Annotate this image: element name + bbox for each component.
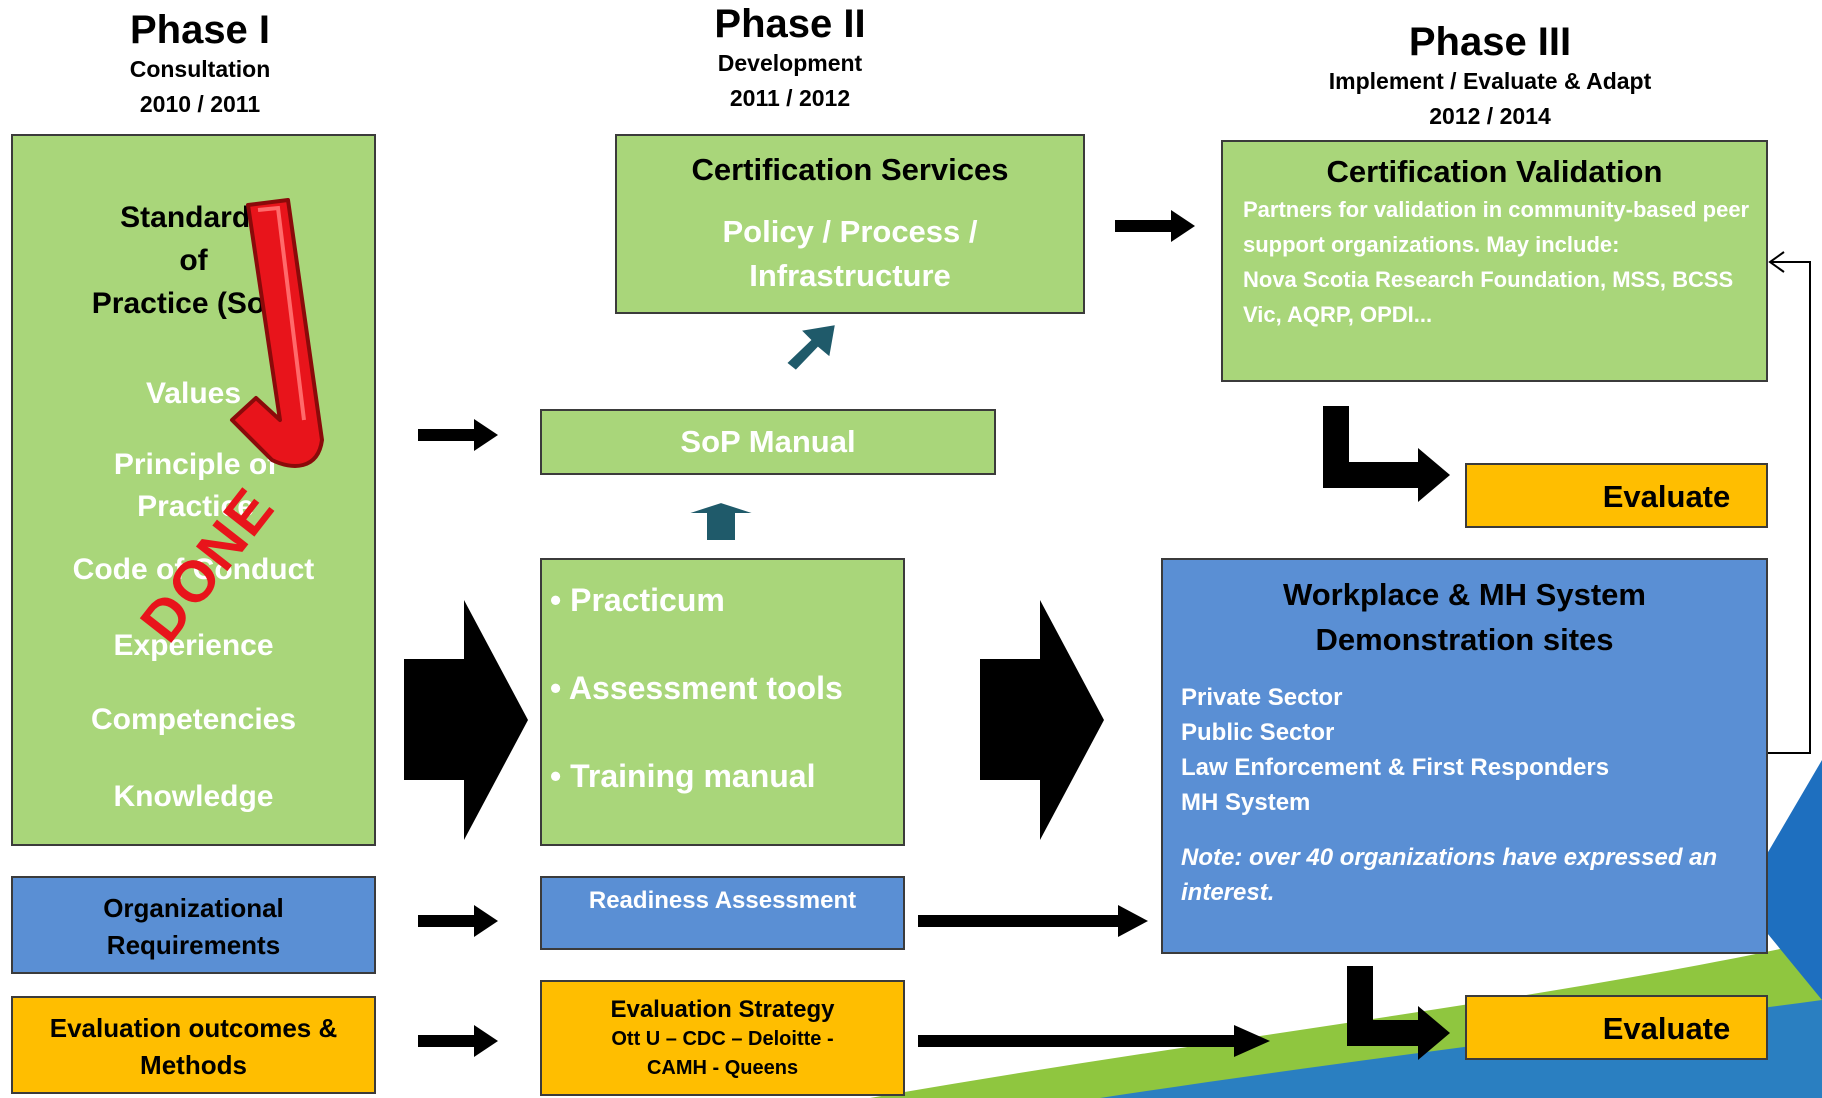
- arrow-eval-to-strategy: [418, 1025, 498, 1057]
- sop-item-code-of-conduct: Code of Conduct: [72, 553, 315, 586]
- practicum-item: • Practicum: [550, 582, 725, 618]
- sector-list: Private Sector Public Sector Law Enforce…: [1181, 680, 1766, 820]
- workplace-title-line-2: Demonstration sites: [1315, 622, 1614, 657]
- phase-1-header: Phase I Consultation 2010 / 2011: [90, 8, 310, 122]
- sop-heading-line-2: of: [179, 244, 208, 277]
- evaluate-box-top: Evaluate: [1465, 463, 1768, 528]
- workplace-note: Note: over 40 organizations have express…: [1181, 844, 1718, 906]
- phase-3-years: 2012 / 2014: [1429, 103, 1551, 129]
- phase-2-years: 2011 / 2012: [729, 85, 851, 111]
- workplace-title-line-1: Workplace & MH System: [1283, 577, 1646, 612]
- evaluation-outcomes-box: Evaluation outcomes & Methods: [11, 996, 376, 1094]
- phase-3-title: Phase III: [1408, 20, 1572, 64]
- assessment-tools-item: • Assessment tools: [550, 670, 843, 706]
- teal-arrow-to-sop-manual: [683, 500, 759, 542]
- sector-law-enforcement: Law Enforcement & First Responders: [1181, 754, 1610, 781]
- phase-2-title: Phase II: [714, 2, 866, 46]
- phase-2-subtitle: Development: [717, 50, 863, 76]
- arrow-to-sop-manual: [418, 419, 498, 451]
- phase-1-title: Phase I: [129, 8, 271, 52]
- sop-item-knowledge: Knowledge: [113, 780, 274, 813]
- arrow-to-cert-validation: [1115, 210, 1195, 242]
- sector-private: Private Sector: [1181, 684, 1343, 711]
- sop-item-values: Values: [145, 377, 242, 410]
- certification-validation-body: Partners for validation in community-bas…: [1243, 197, 1750, 257]
- certification-validation-partners: Nova Scotia Research Foundation, MSS, BC…: [1243, 267, 1734, 327]
- phase-1-subtitle: Consultation: [129, 56, 271, 82]
- standards-of-practice-box: Standards of Practice (SoP) Values Princ…: [11, 134, 376, 846]
- arrow-org-to-readiness: [418, 905, 498, 937]
- evaluation-strategy-line-2: CAMH - Queens: [646, 1057, 799, 1079]
- evaluate-box-bottom: Evaluate: [1465, 995, 1768, 1060]
- certification-services-body: Policy / Process / Infrastructure: [722, 214, 978, 293]
- l-arrow-to-evaluate-bottom: [1347, 966, 1450, 1060]
- sop-heading-line-1: Standards: [120, 201, 267, 234]
- big-arrow-phase2-to-phase3: [980, 600, 1104, 840]
- workplace-title: Workplace & MH System Demonstration site…: [1163, 572, 1766, 662]
- feedback-connector: [1768, 251, 1811, 754]
- training-manual-item: • Training manual: [550, 758, 816, 794]
- phase-2-header: Phase II Development 2011 / 2012: [680, 2, 900, 116]
- certification-services-box: Certification Services Policy / Process …: [615, 134, 1085, 314]
- sector-mh-system: MH System: [1181, 789, 1311, 816]
- sop-manual-box: SoP Manual: [540, 409, 996, 475]
- phase-1-years: 2010 / 2011: [139, 91, 261, 117]
- development-items-box: • Practicum • Assessment tools • Trainin…: [540, 558, 905, 846]
- evaluation-strategy-line-1: Ott U – CDC – Deloitte -: [611, 1028, 834, 1050]
- phase-3-header: Phase III Implement / Evaluate & Adapt 2…: [1285, 20, 1695, 134]
- sop-item-competencies: Competencies: [90, 703, 297, 736]
- evaluation-strategy-title: Evaluation Strategy: [610, 996, 835, 1023]
- teal-arrow-to-cert-services: [784, 322, 838, 373]
- sector-public: Public Sector: [1181, 719, 1335, 746]
- evaluation-strategy-box: Evaluation Strategy Ott U – CDC – Deloit…: [540, 980, 905, 1096]
- sop-item-principle: Principle of Practice: [113, 448, 278, 523]
- sop-item-experience: Experience: [113, 629, 274, 662]
- certification-validation-title: Certification Validation: [1326, 154, 1663, 189]
- certification-services-title: Certification Services: [691, 152, 1009, 187]
- big-arrow-phase1-to-phase2: [404, 600, 528, 840]
- phase-3-subtitle: Implement / Evaluate & Adapt: [1328, 68, 1652, 94]
- readiness-assessment-box: Readiness Assessment: [540, 876, 905, 950]
- l-arrow-to-evaluate-top: [1323, 406, 1450, 502]
- arrow-strategy-to-evaluate: [918, 1025, 1270, 1057]
- certification-validation-box: Certification Validation Partners for va…: [1221, 140, 1768, 382]
- workplace-demo-sites-box: Workplace & MH System Demonstration site…: [1161, 558, 1768, 954]
- arrow-readiness-to-workplace: [918, 905, 1148, 937]
- org-requirements-box: Organizational Requirements: [11, 876, 376, 974]
